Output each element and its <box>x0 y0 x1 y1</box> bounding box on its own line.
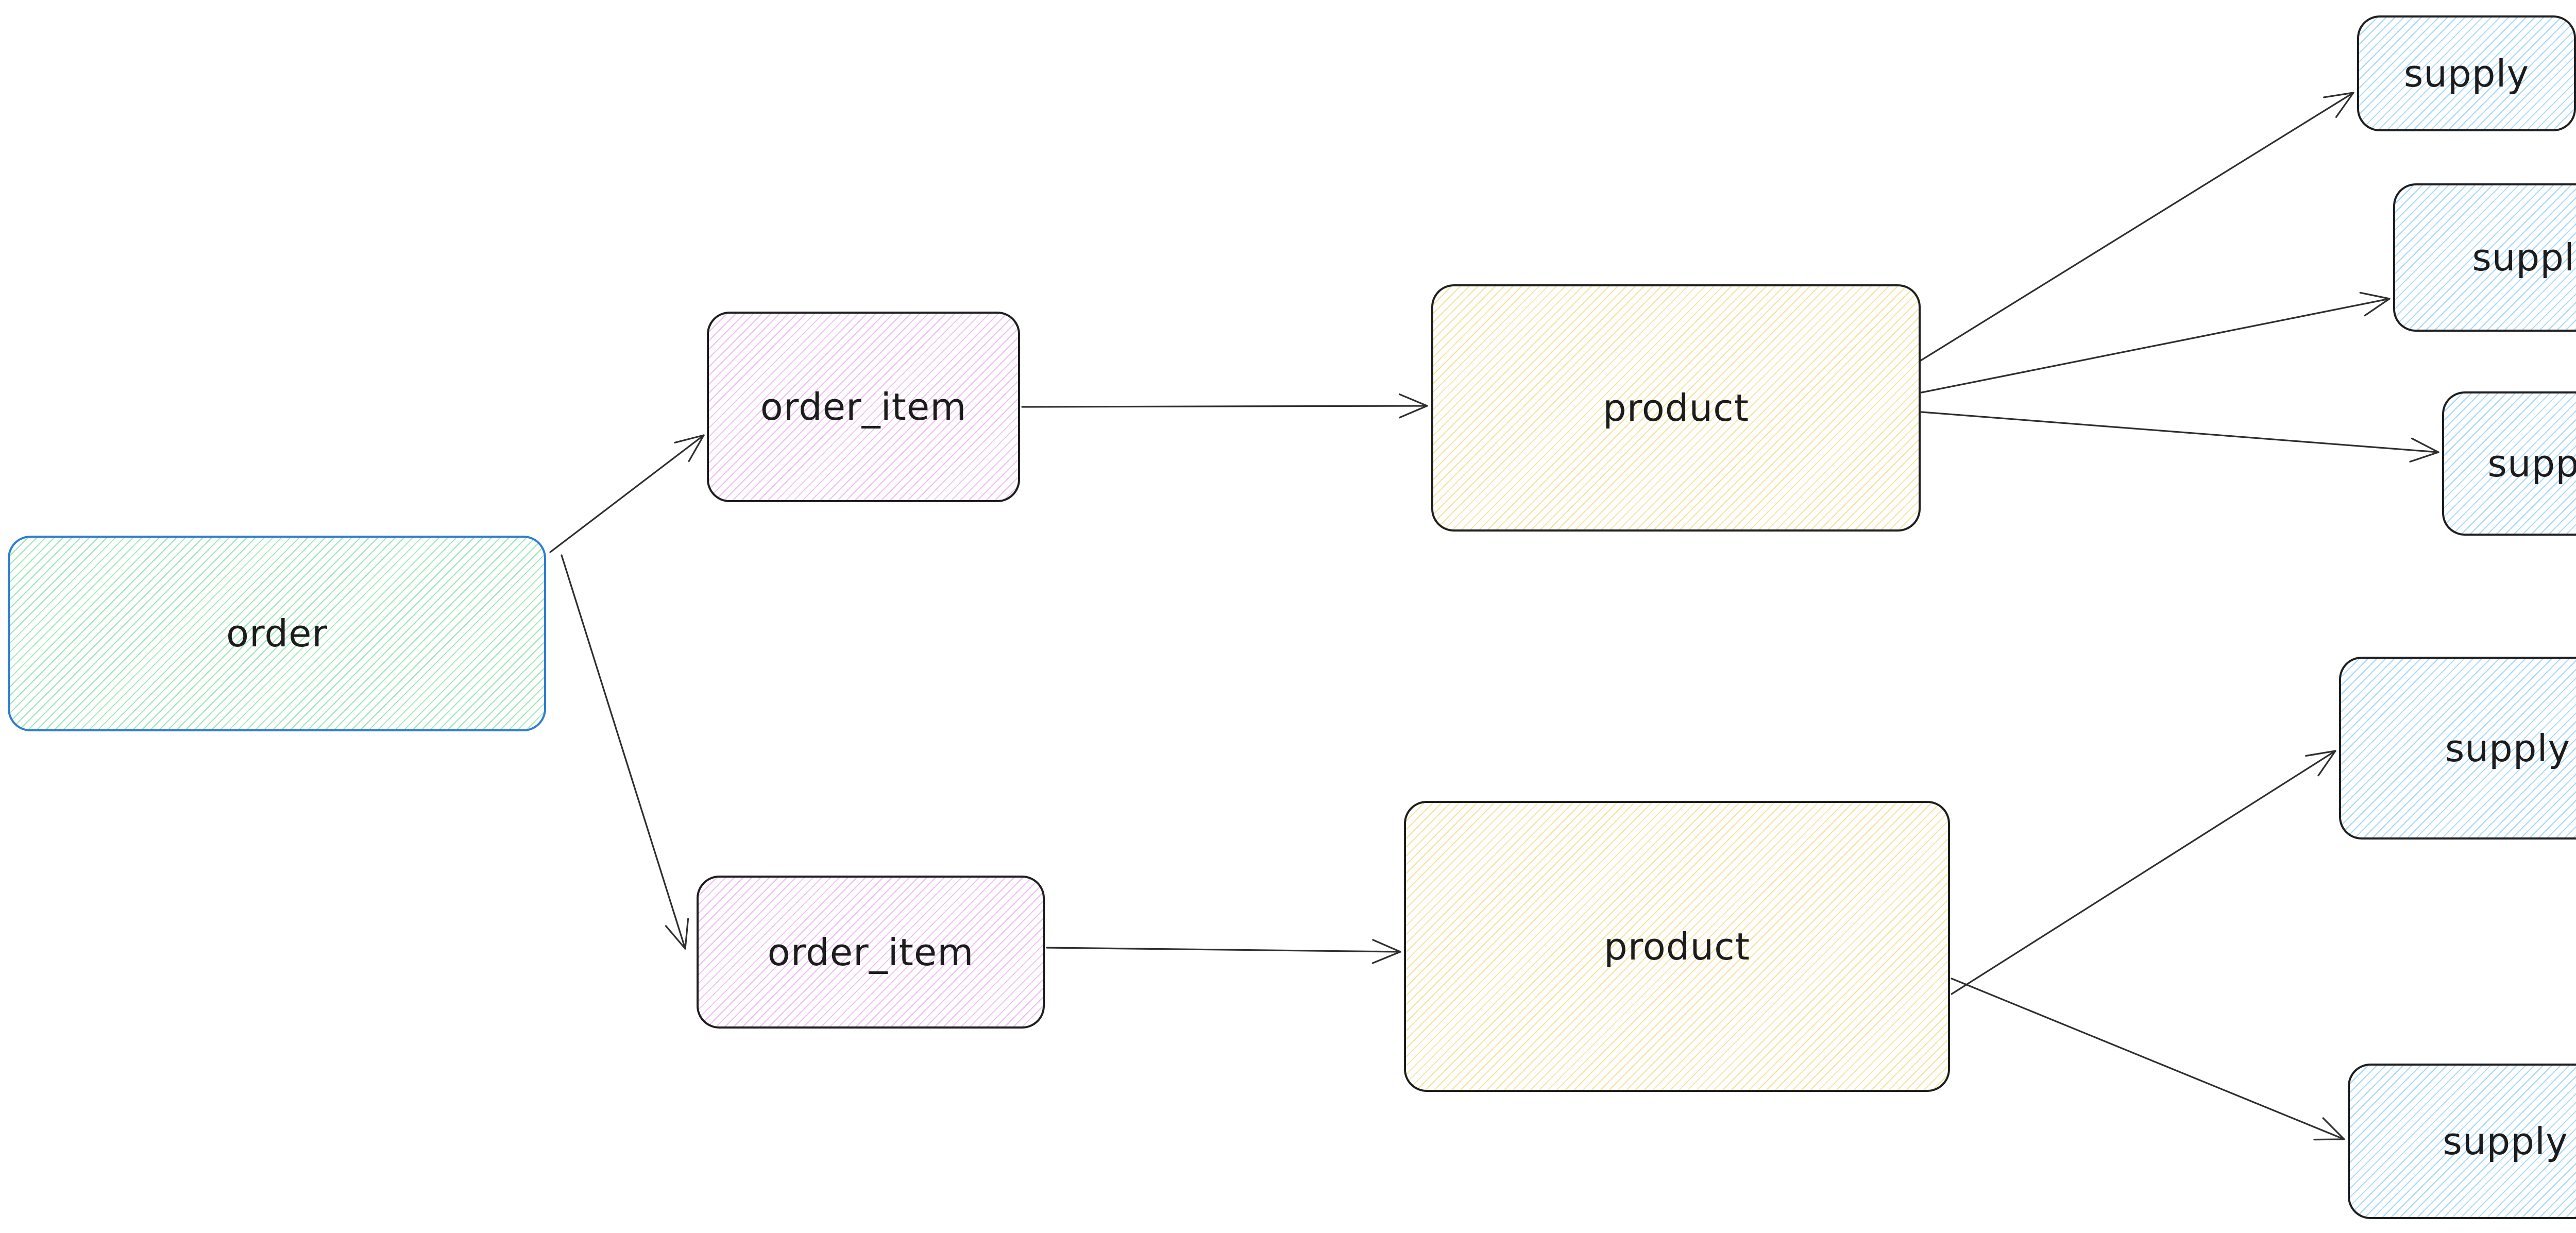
node-label: order <box>226 612 328 655</box>
arrow-shaft <box>1921 411 2439 453</box>
arrowhead-icon <box>688 434 705 462</box>
arrow-product_top-to-supply_2[interactable] <box>1921 292 2391 393</box>
arrow-shaft <box>561 554 686 950</box>
node-label: product <box>1604 924 1750 968</box>
node-label: supply <box>2403 52 2530 95</box>
arrow-shaft <box>549 434 705 553</box>
arrowhead-icon <box>2335 92 2354 118</box>
node-order[interactable]: order <box>8 536 546 731</box>
node-label: supply <box>2443 1120 2568 1163</box>
arrow-shaft <box>1951 978 2345 1140</box>
arrowhead-icon <box>2359 292 2391 300</box>
node-label: order_item <box>760 385 967 429</box>
arrow-shaft <box>1021 405 1428 408</box>
arrow-order_item_bottom-to-product_bottom[interactable] <box>1046 939 1401 964</box>
arrow-shaft <box>1921 298 2391 393</box>
node-product_bottom[interactable]: product <box>1404 801 1950 1092</box>
node-order_item_top[interactable]: order_item <box>707 312 1020 502</box>
node-label: supply <box>2487 442 2576 485</box>
node-supply_2[interactable]: supply <box>2393 183 2576 332</box>
node-supply_1[interactable]: supply <box>2357 15 2576 131</box>
arrowhead-icon <box>2364 298 2391 317</box>
arrow-order-to-order_item_top[interactable] <box>549 434 705 553</box>
node-label: order_item <box>767 930 974 974</box>
arrowhead-icon <box>2305 750 2336 757</box>
node-product_top[interactable]: product <box>1431 284 1921 532</box>
node-label: product <box>1603 386 1749 430</box>
arrow-shaft <box>1046 947 1401 953</box>
arrow-shaft <box>1920 92 2354 362</box>
arrowhead-icon <box>1399 405 1428 419</box>
arrow-product_top-to-supply_1[interactable] <box>1920 92 2354 362</box>
node-order_item_bottom[interactable]: order_item <box>697 876 1045 1029</box>
arrowhead-icon <box>665 925 686 950</box>
node-supply_3[interactable]: supply <box>2442 391 2576 536</box>
arrowhead-icon <box>2411 437 2439 453</box>
arrow-order_item_top-to-product_top[interactable] <box>1021 393 1428 419</box>
node-label: supply <box>2445 726 2571 770</box>
node-label: supply <box>2472 236 2576 279</box>
arrowhead-icon <box>2317 750 2336 777</box>
arrowhead-icon <box>2409 451 2439 463</box>
arrowhead-icon <box>1372 939 1401 953</box>
arrow-product_bottom-to-supply_4[interactable] <box>1951 750 2336 995</box>
arrowhead-icon <box>2322 1117 2345 1140</box>
arrow-product_bottom-to-supply_5[interactable] <box>1951 978 2345 1141</box>
arrow-product_top-to-supply_3[interactable] <box>1921 411 2439 463</box>
arrowhead-icon <box>1398 393 1428 407</box>
node-supply_4[interactable]: supply <box>2339 657 2576 840</box>
arrow-shaft <box>1951 750 2336 995</box>
arrowhead-icon <box>1371 951 1401 964</box>
arrowhead-icon <box>684 918 689 950</box>
arrow-order-to-order_item_bottom[interactable] <box>561 554 689 950</box>
arrowhead-icon <box>674 434 705 444</box>
arrowhead-icon <box>2323 92 2354 98</box>
node-supply_5[interactable]: supply <box>2348 1064 2576 1219</box>
arrowhead-icon <box>2313 1138 2345 1141</box>
